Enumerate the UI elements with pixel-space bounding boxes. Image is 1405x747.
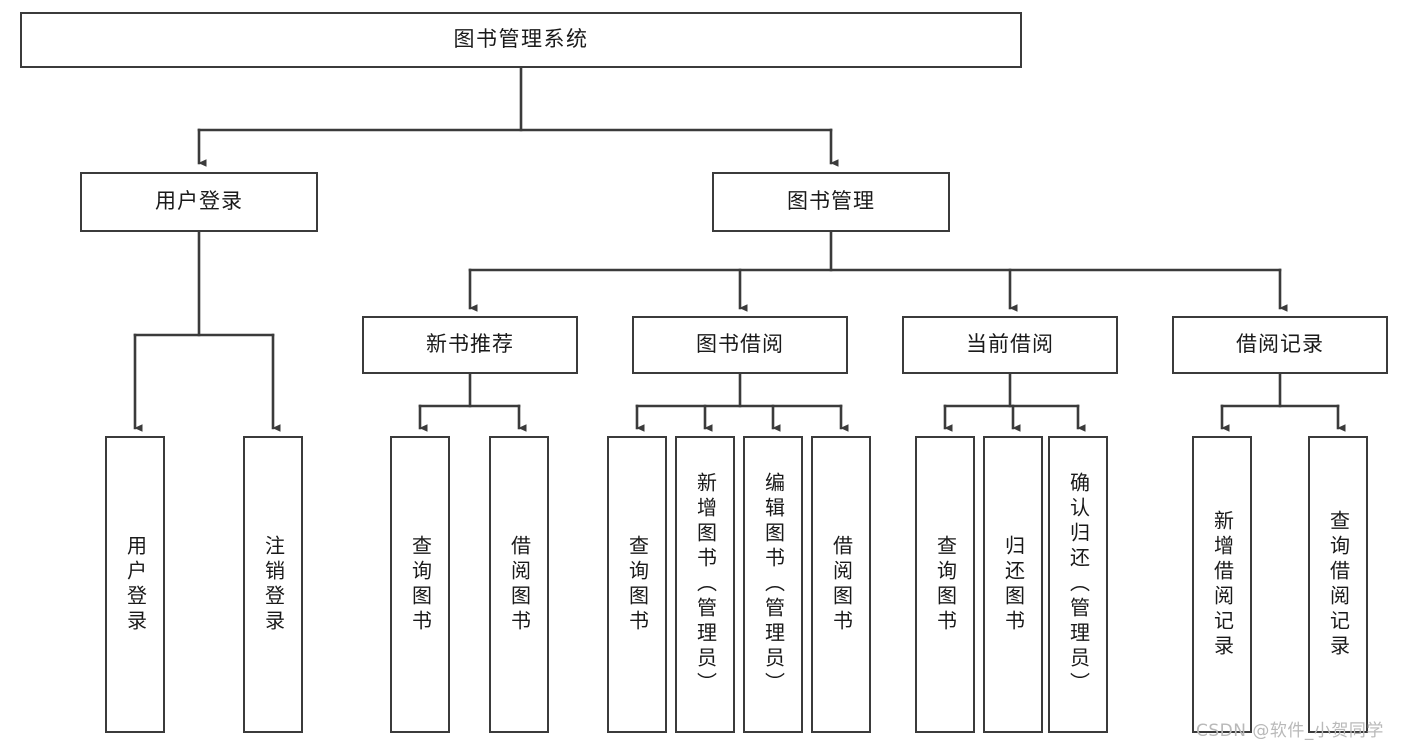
node-label: 新书推荐 (426, 332, 514, 357)
leaf-currentborrow-query-book[interactable]: 查询图书 (915, 436, 975, 733)
node-label: 用户登录 (123, 534, 148, 635)
node-label: 图书管理系统 (453, 27, 589, 52)
leaf-bookborrow-add-book-admin[interactable]: 新增图书（管理员） (675, 436, 735, 733)
node-label: 图书借阅 (696, 332, 784, 357)
node-book-borrow[interactable]: 图书借阅 (632, 316, 848, 374)
leaf-borrowrecord-query-record[interactable]: 查询借阅记录 (1308, 436, 1368, 733)
node-label: 确认归还（管理员） (1066, 472, 1091, 697)
leaf-borrowrecord-add-record[interactable]: 新增借阅记录 (1192, 436, 1252, 733)
node-label: 查询图书 (933, 534, 958, 635)
node-new-book-recommend[interactable]: 新书推荐 (362, 316, 578, 374)
csdn-watermark: CSDN @软件_小贺同学 (1196, 721, 1384, 741)
leaf-bookborrow-query-book[interactable]: 查询图书 (607, 436, 667, 733)
leaf-currentborrow-confirm-return-admin[interactable]: 确认归还（管理员） (1048, 436, 1108, 733)
leaf-newbook-borrow-book[interactable]: 借阅图书 (489, 436, 549, 733)
node-label: 新增借阅记录 (1210, 509, 1235, 660)
leaf-newbook-query-book[interactable]: 查询图书 (390, 436, 450, 733)
node-user-login[interactable]: 用户登录 (80, 172, 318, 232)
leaf-bookborrow-borrow-book[interactable]: 借阅图书 (811, 436, 871, 733)
leaf-bookborrow-edit-book-admin[interactable]: 编辑图书（管理员） (743, 436, 803, 733)
leaf-user-login[interactable]: 用户登录 (105, 436, 165, 733)
node-borrow-record[interactable]: 借阅记录 (1172, 316, 1388, 374)
leaf-logout[interactable]: 注销登录 (243, 436, 303, 733)
node-root-system[interactable]: 图书管理系统 (20, 12, 1022, 68)
node-label: 借阅图书 (829, 534, 854, 635)
node-label: 用户登录 (155, 189, 243, 214)
node-current-borrow[interactable]: 当前借阅 (902, 316, 1118, 374)
leaf-currentborrow-return-book[interactable]: 归还图书 (983, 436, 1043, 733)
node-label: 新增图书（管理员） (693, 472, 718, 697)
node-label: 图书管理 (787, 189, 875, 214)
node-label: 注销登录 (261, 534, 286, 635)
node-label: 借阅记录 (1236, 332, 1324, 357)
node-label: 查询借阅记录 (1326, 509, 1351, 660)
node-label: 当前借阅 (966, 332, 1054, 357)
node-book-management[interactable]: 图书管理 (712, 172, 950, 232)
node-label: 编辑图书（管理员） (761, 472, 786, 697)
node-label: 归还图书 (1001, 534, 1026, 635)
node-label: 借阅图书 (507, 534, 532, 635)
node-label: 查询图书 (408, 534, 433, 635)
node-label: 查询图书 (625, 534, 650, 635)
